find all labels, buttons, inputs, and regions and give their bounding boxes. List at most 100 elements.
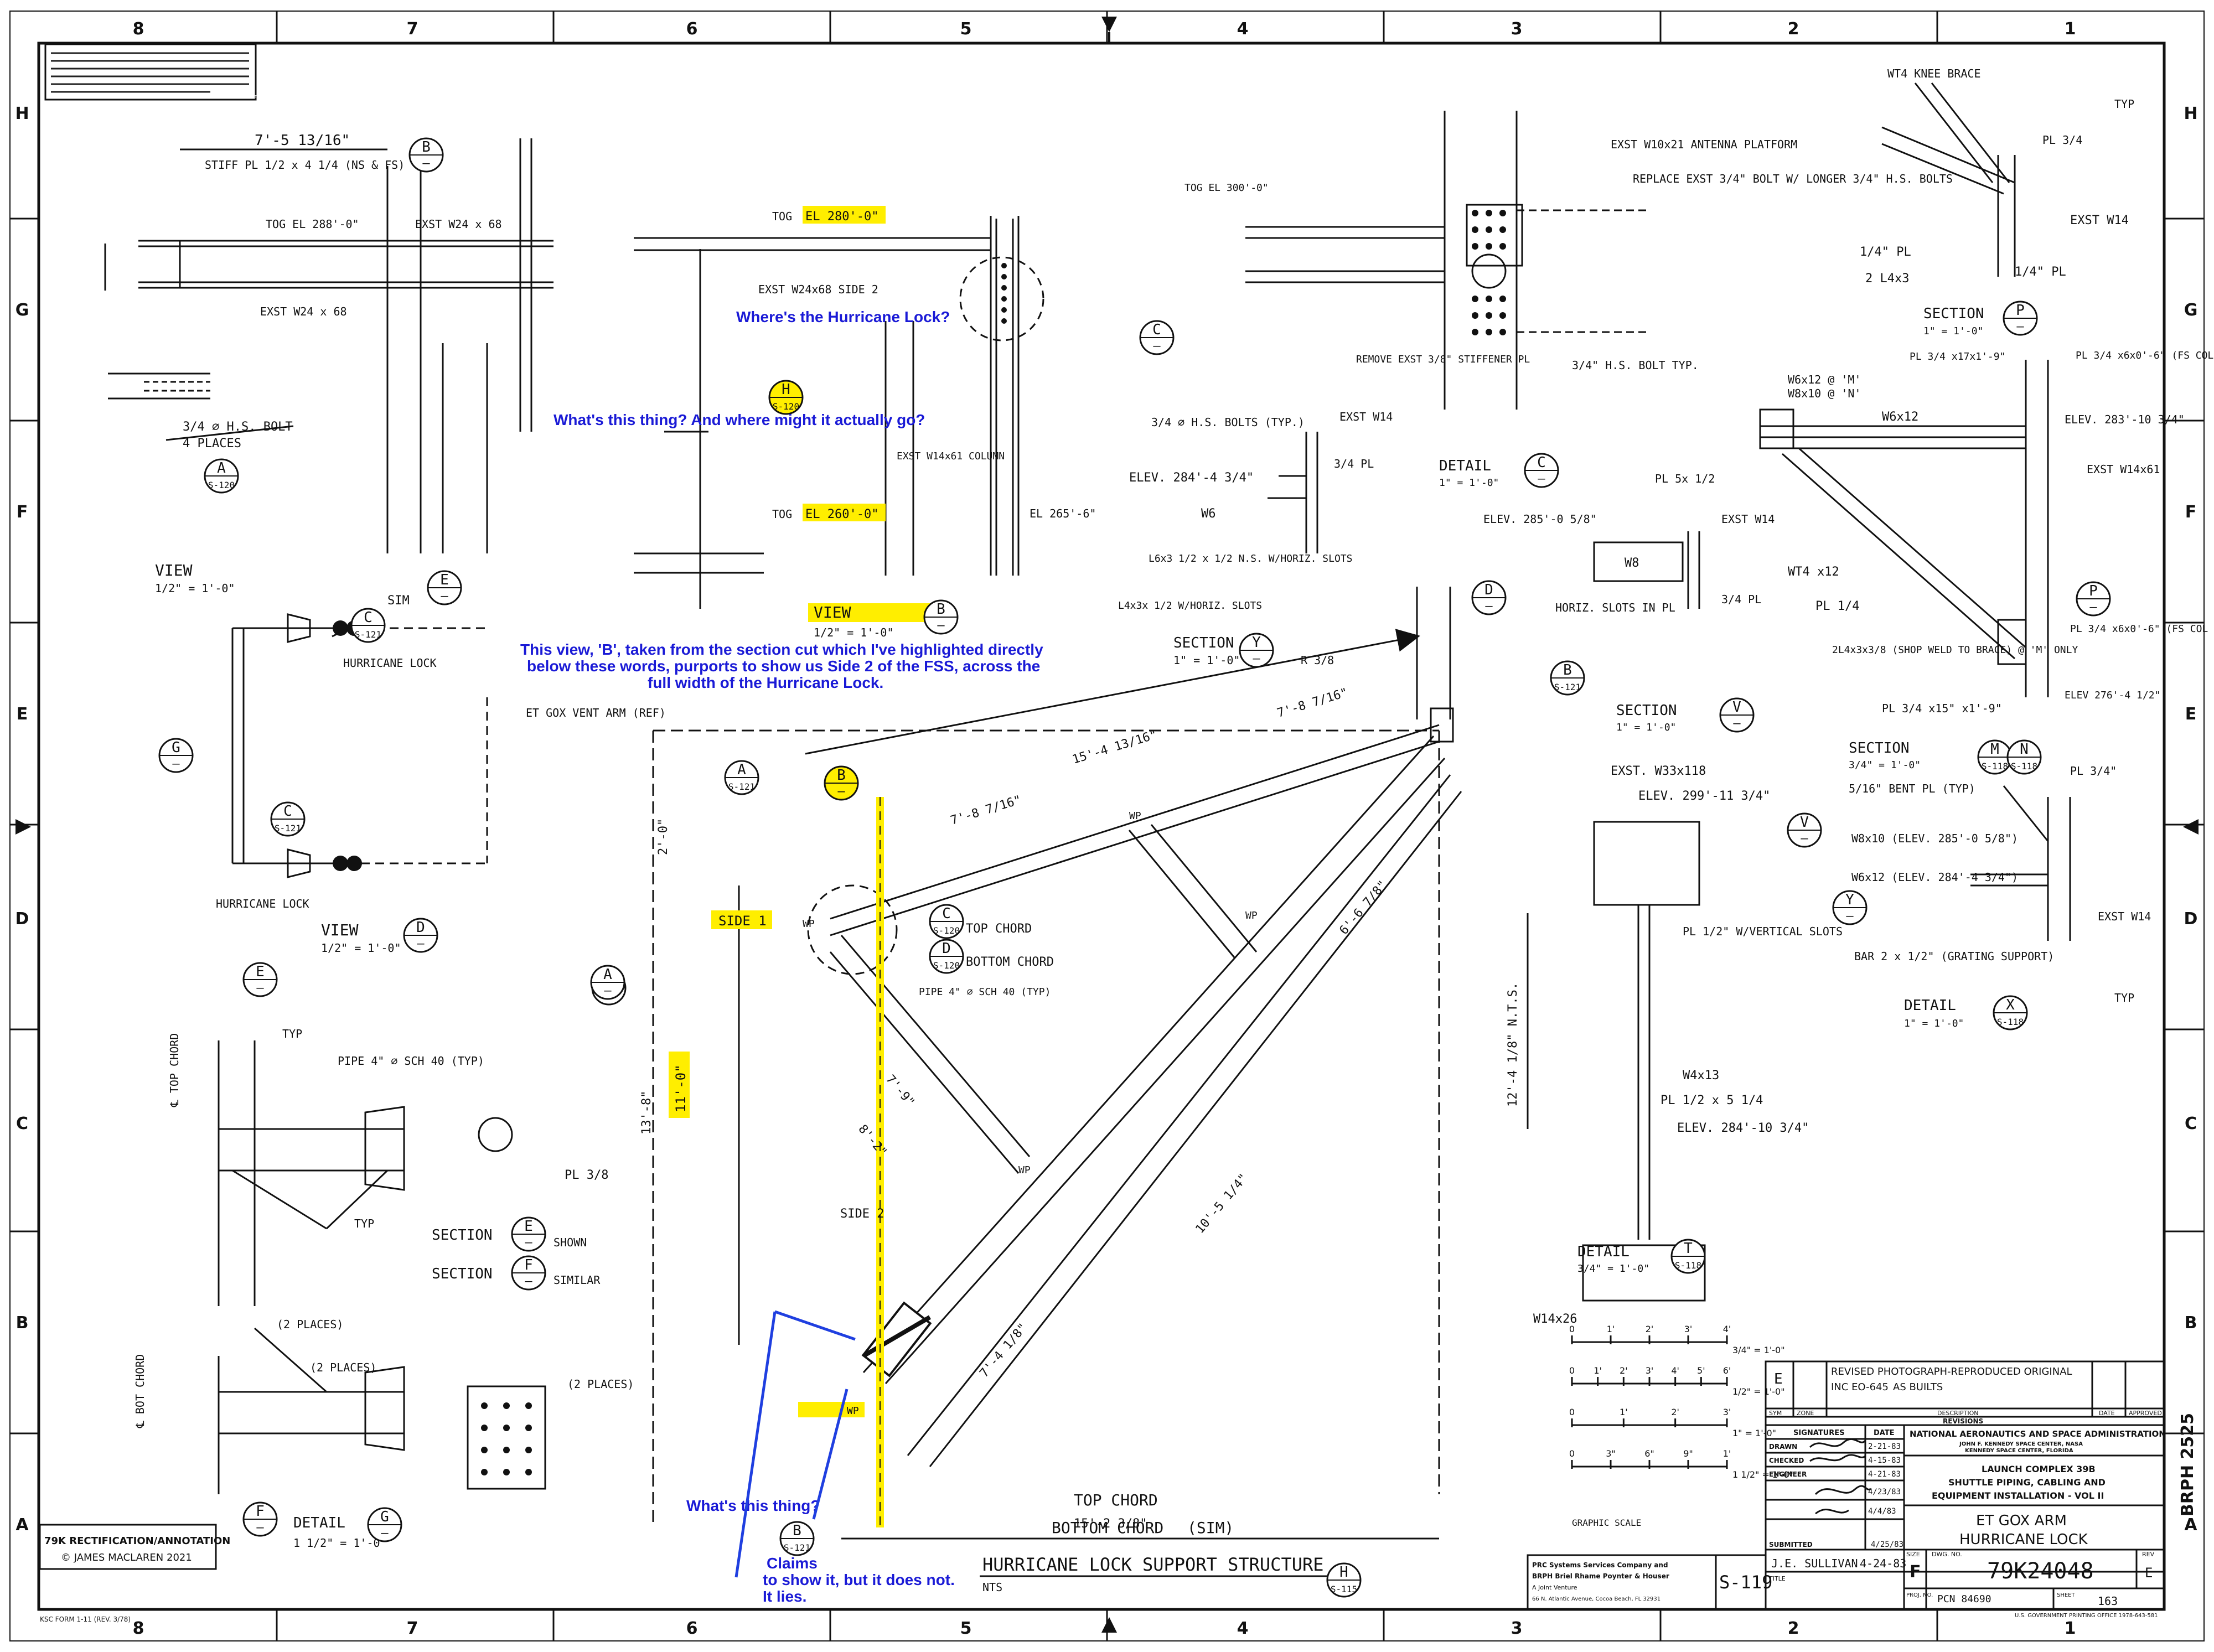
ksc-form: KSC FORM 1-11 (REV. 3/78) xyxy=(40,1615,131,1623)
section-mn-label: SECTION xyxy=(1849,740,1910,757)
tb-rev-desc-1: REVISED PHOTOGRAPH-REPRODUCED ORIGINAL xyxy=(1831,1366,2072,1377)
callout-sheet: — xyxy=(604,984,612,998)
label-two-places-c: (2 PLACES) xyxy=(567,1377,634,1391)
label-two-l4-shop: 2L4x3x3/8 (SHOP WELD TO BRACE) @ 'M' ONL… xyxy=(1832,644,2078,656)
border-column-5-top: 5 xyxy=(960,19,972,39)
highlight-view-b xyxy=(808,603,946,622)
label-pl-34-a: 3/4 PL xyxy=(1334,457,1374,470)
callout-letter: G xyxy=(380,1509,389,1525)
scale-tick-label: 6" xyxy=(1644,1448,1654,1459)
tb-pcn-label: PROJ. NO. xyxy=(1906,1592,1933,1598)
label-four-places: 4 PLACES xyxy=(183,437,241,450)
label-bot-chord-side: ℄ BOT CHORD xyxy=(133,1354,147,1428)
label-w6x12b: W6x12 (ELEV. 284'-4 3/4") xyxy=(1851,871,2018,884)
annotation-whats-this: What's this thing? And where might it ac… xyxy=(554,411,925,428)
callout-d-32: D S-120 xyxy=(929,939,964,974)
label-tog-260-prefix: TOG xyxy=(772,507,792,521)
callout-p-21: P— xyxy=(2003,301,2038,336)
callout-letter: F xyxy=(524,1257,533,1273)
label-elev-299: ELEV. 299'-11 3/4" xyxy=(1638,789,1770,803)
callout-sheet: S-121 xyxy=(728,781,755,792)
detail-c-label: DETAIL xyxy=(1439,458,1491,474)
tb-rev-desc-2: INC EO-645 xyxy=(1831,1381,1889,1393)
callout-letter: D xyxy=(942,940,951,957)
label-dim-8-2: 8'-2" xyxy=(855,1122,889,1159)
view-a-label: VIEW xyxy=(155,561,193,579)
section-p-scale: 1" = 1'-0" xyxy=(1923,325,1983,337)
callout-b-0: B— xyxy=(408,137,444,173)
callout-letter: D xyxy=(416,919,425,936)
tb-firm-1: PRC Systems Services Company and xyxy=(1532,1561,1668,1569)
center-marks xyxy=(15,17,2199,1633)
border-row-F-right: F xyxy=(2185,503,2197,522)
tb-submitted-date: 4/25/83 xyxy=(1871,1540,1903,1549)
label-elev-276: ELEV 276'-4 1/2" xyxy=(2065,690,2160,701)
tb-date-drawn: 2-21-83 xyxy=(1868,1442,1901,1451)
label-exst-w24-bot: EXST W24 x 68 xyxy=(260,305,347,318)
label-exst-w14-61: EXST W14x61 COLUMN xyxy=(897,450,1005,462)
view-a-scale: 1/2" = 1'-0" xyxy=(155,582,235,595)
callout-sheet: S-118 xyxy=(1982,761,2008,771)
scale-tick-label: 9" xyxy=(1683,1448,1693,1459)
tb-rev-headers: SYM ZONE DESCRIPTION DATE APPROVED xyxy=(1769,1410,2162,1417)
tb-firm-3: A Joint Venture xyxy=(1532,1584,1577,1591)
detail-g-scale: 1 1/2" = 1'-0" xyxy=(293,1536,387,1550)
credit-line-1: 79K RECTIFICATION/ANNOTATION xyxy=(44,1535,230,1547)
border-column-7-bottom: 7 xyxy=(407,1619,418,1638)
knee-brace-detail xyxy=(1881,82,2016,277)
label-bottom-chord-a: BOTTOM CHORD xyxy=(966,955,1054,969)
view-d-label: VIEW xyxy=(321,921,359,939)
border-column-1-bottom: 1 xyxy=(2065,1619,2076,1638)
border-row-G-right: G xyxy=(2184,301,2198,320)
view-b-label: VIEW xyxy=(814,603,851,622)
label-pl-34-b: 3/4 PL xyxy=(1721,593,1761,606)
truss-node-gusset xyxy=(1430,707,1454,743)
label-pl-fs-col-flange-2: PL 3/4 x6x0'-6" (FS COL FLANGE) xyxy=(2070,623,2214,635)
tb-rev-label: REV xyxy=(2142,1551,2155,1558)
tb-brph-no: BRPH 2525 xyxy=(2178,1413,2197,1516)
callout-v-25: V— xyxy=(1787,812,1822,848)
label-hs-bolts-typ2: 3/4 ∅ H.S. BOLTS (TYP.) xyxy=(1151,416,1305,429)
callout-e-12: E— xyxy=(511,1216,546,1252)
tb-date-row5: 4/4/83 xyxy=(1868,1507,1896,1516)
label-sim: SIM xyxy=(387,594,410,608)
border-column-7-top: 7 xyxy=(407,19,418,39)
annotation-view-b-2: below these words, purports to show us S… xyxy=(527,657,1040,675)
callout-sheet: S-120 xyxy=(933,925,960,936)
callout-c-2: C— xyxy=(1139,320,1175,355)
callout-letter: P xyxy=(2089,583,2098,599)
callout-e-10: E— xyxy=(242,962,278,997)
callout-sheet: — xyxy=(2089,600,2097,614)
scale-tick-label: 6' xyxy=(1723,1365,1731,1376)
border-row-C-left: C xyxy=(16,1114,28,1133)
callout-sheet: S-120 xyxy=(933,960,960,971)
label-hurricane-lock-1: HURRICANE LOCK xyxy=(343,656,437,670)
border-column-3-top: 3 xyxy=(1511,19,1523,39)
scale-tick-label: 4' xyxy=(1723,1324,1731,1334)
callout-letter: T xyxy=(1684,1240,1693,1257)
scale-tick-label: 3" xyxy=(1606,1448,1616,1459)
callout-d-18: D— xyxy=(1471,580,1507,615)
section-e-shown: SHOWN xyxy=(554,1236,587,1249)
label-dim-10-5: 10'-5 1/4" xyxy=(1193,1171,1250,1236)
section-mn-scale: 3/4" = 1'-0" xyxy=(1849,759,1921,771)
hurricane-lock-assembly xyxy=(861,1301,932,1377)
w33-column-detail xyxy=(1527,821,1706,1302)
callout-sheet: — xyxy=(172,757,180,771)
callout-e-35: E— xyxy=(427,570,462,605)
callout-sheet: — xyxy=(441,589,448,603)
label-w8x10-n: W8x10 @ 'N' xyxy=(1788,387,1861,400)
callout-letter: C xyxy=(283,803,292,820)
label-exst-w14-61b: EXST W14x61 xyxy=(2087,463,2160,476)
callout-v-20: V— xyxy=(1719,697,1755,733)
callout-sheet: — xyxy=(2016,320,2024,334)
label-chord-title-bot: BOTTOM CHORD xyxy=(1052,1519,1163,1537)
scale-tick-label: 1' xyxy=(1594,1365,1602,1376)
label-exst-side-2: EXST W24x68 SIDE 2 xyxy=(758,283,878,296)
label-exst-w10: EXST W10x21 ANTENNA PLATFORM xyxy=(1611,138,1797,151)
label-typ-c: TYP xyxy=(2114,97,2134,111)
scale-tick-label: 1' xyxy=(1607,1324,1615,1334)
title-block xyxy=(1527,1360,2165,1610)
label-wt4-knee: WT4 KNEE BRACE xyxy=(1887,67,1981,80)
tb-header-desc: DESCRIPTION xyxy=(1937,1410,1978,1417)
